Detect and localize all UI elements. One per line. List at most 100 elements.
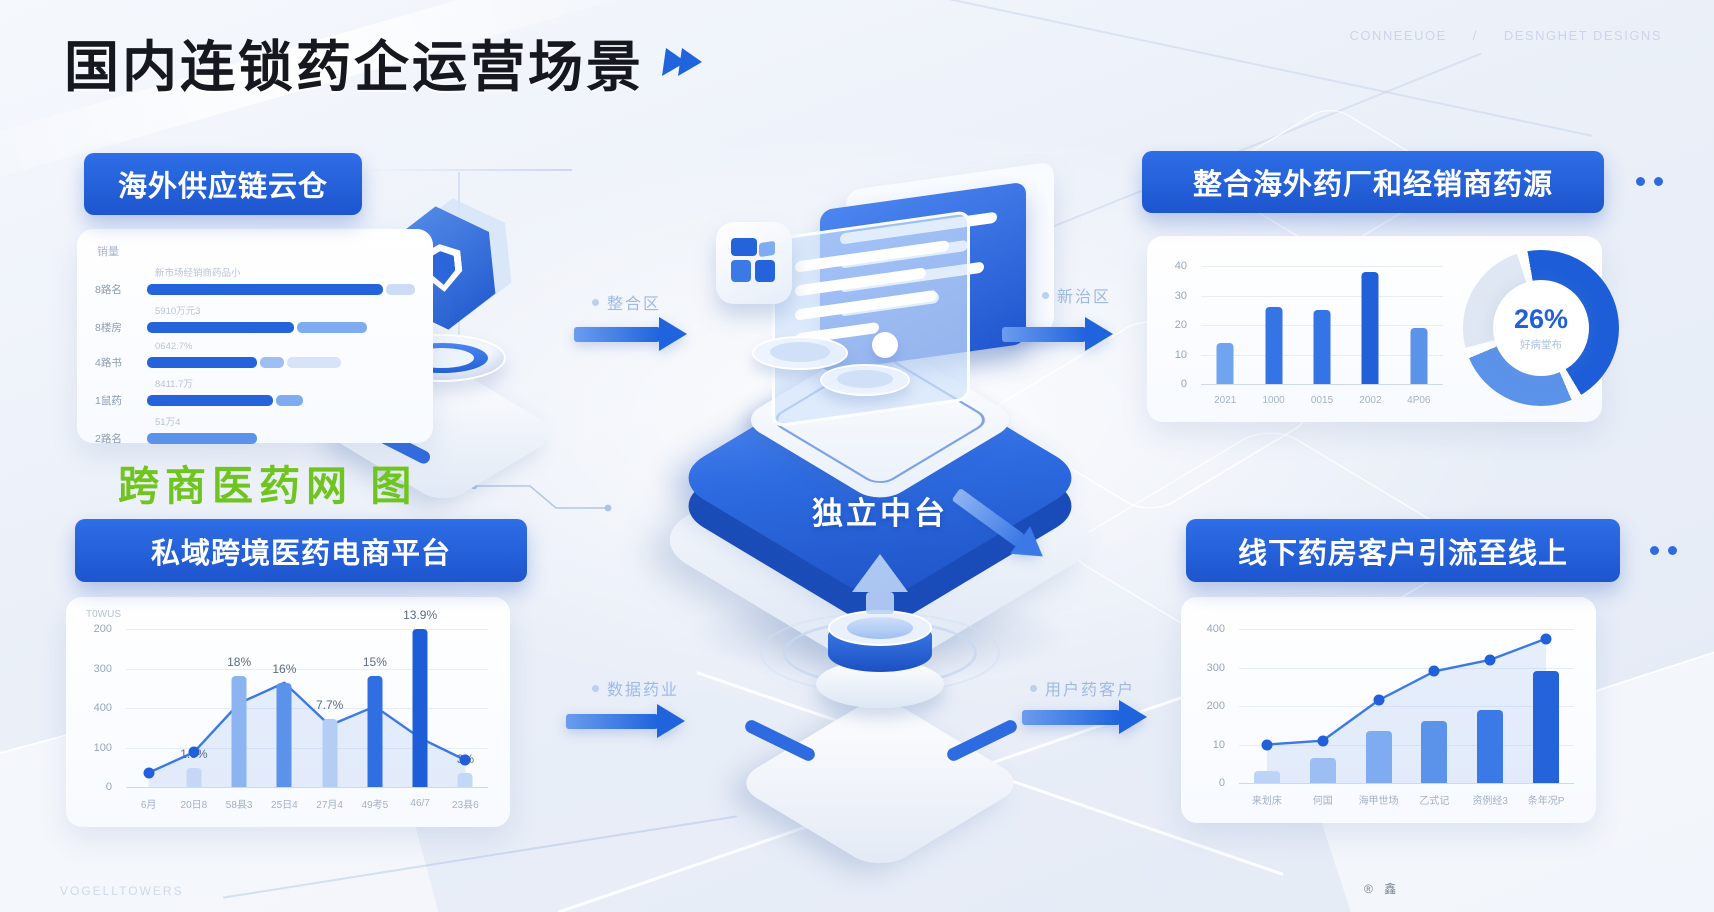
arrow-right-icon — [574, 317, 687, 351]
y-tick-label: 20 — [1174, 319, 1187, 331]
hbar-row: 0642.7%4路书 — [95, 341, 415, 370]
bar-segment — [385, 284, 415, 295]
arrow-right-icon — [1022, 700, 1147, 734]
glass-cylinder — [820, 364, 910, 396]
row-caption: 新市场经销商药品小 — [155, 268, 241, 279]
bar-track — [147, 395, 415, 406]
bar-segment — [147, 322, 295, 333]
row-caption: 51万4 — [155, 417, 181, 428]
line-point — [459, 754, 471, 766]
machine-base — [731, 693, 1029, 873]
y-tick-label: 0 — [1218, 777, 1225, 789]
corner-watermark-left: CONNEEUOE — [1349, 28, 1447, 43]
hbar-row: 51万4 2路名 — [95, 414, 415, 446]
badge-integrate-sources: 整合海外药厂和经销商药源 — [1142, 151, 1604, 213]
bar-track — [147, 357, 415, 368]
row-label: 8路名 — [95, 284, 122, 296]
bar-segment — [275, 395, 303, 406]
x-tick-label: 2021 — [1214, 394, 1237, 406]
bar — [186, 768, 202, 787]
plot-area — [1201, 266, 1443, 385]
x-tick-label: 1000 — [1262, 394, 1285, 406]
page-header: 国内连锁药企运营场景 — [64, 22, 704, 102]
bar — [1313, 310, 1331, 384]
arrow-right-icon — [1002, 317, 1113, 351]
row-label: 2路名 — [95, 433, 122, 445]
x-tick-label: 27月4 — [316, 799, 343, 811]
platform-label: 独立中台 — [812, 496, 948, 531]
gridline — [1201, 295, 1443, 297]
line-point — [143, 767, 155, 779]
arrow-label-text: 用户药客户 — [1045, 682, 1136, 699]
y-tick-label: 40 — [1174, 260, 1187, 272]
page-title: 国内连锁药企运营场景 — [64, 36, 645, 98]
x-tick-label: 何国 — [1312, 795, 1333, 807]
bar-segment — [259, 357, 284, 368]
corner-watermark-right: DESNGHET DESIGNS — [1503, 28, 1662, 43]
donut-sublabel: 好病堂布 — [1520, 339, 1562, 351]
bullet-dot-icon — [592, 298, 599, 306]
y-tick-label: 0 — [105, 781, 112, 793]
combo-chart: T0WUS20030040010001.8%18%16%7.7%15%13.9%… — [74, 607, 502, 817]
bar — [1253, 771, 1280, 783]
line-point — [1317, 735, 1329, 747]
bar — [1421, 721, 1448, 783]
y-tick-label: 0 — [1180, 378, 1187, 390]
bar-segment — [147, 357, 257, 368]
bar — [457, 772, 473, 787]
x-tick-label: 20日8 — [180, 799, 208, 811]
badge-dots — [1650, 546, 1677, 555]
arrow-label-text: 整合区 — [607, 296, 662, 313]
bar-value-label: 16% — [272, 661, 297, 676]
arrow-head — [657, 704, 685, 738]
bar — [1477, 709, 1504, 783]
arrow-head — [1085, 317, 1113, 351]
y-tick-label: 10 — [1174, 348, 1187, 361]
bar — [1216, 342, 1234, 384]
bar-value-label: 15% — [362, 655, 387, 670]
dot-icon — [1636, 177, 1645, 186]
bottom-left-watermark: VOGELLTOWERS — [60, 884, 184, 898]
badge-private-platform: 私域跨境医药电商平台 — [75, 519, 527, 582]
card-private-platform: T0WUS20030040010001.8%18%16%7.7%15%13.9%… — [66, 597, 510, 827]
dot-icon — [1654, 177, 1663, 186]
y-tick-label: 10 — [1212, 738, 1225, 751]
x-tick-label: 49考5 — [361, 799, 389, 811]
badge-overseas-supply: 海外供应链云仓 — [84, 153, 362, 215]
line-point — [1261, 739, 1273, 750]
machine-cylinder-inner — [847, 617, 913, 639]
y-tick-label: 100 — [93, 741, 112, 754]
arrow-body — [1022, 709, 1120, 725]
bullet-dot-icon — [1042, 291, 1049, 299]
arrow-label-data: 数据药业 — [592, 676, 679, 700]
x-tick-label: 来划床 — [1251, 795, 1282, 807]
bar — [322, 719, 338, 787]
line-point — [1484, 654, 1496, 666]
y-tick-label: 400 — [1206, 623, 1225, 635]
gridline — [126, 787, 488, 788]
y-tick-label: 200 — [1206, 700, 1225, 712]
connector-line — [362, 169, 572, 171]
row-label: 4路书 — [95, 357, 122, 369]
arrow-head — [1119, 700, 1147, 734]
x-tick-label: 4P06 — [1407, 394, 1431, 406]
bar-track — [147, 284, 415, 295]
green-watermark: 跨商医药网 图 — [118, 463, 418, 509]
bar-segment — [147, 395, 273, 406]
trend-line — [126, 629, 488, 787]
badge-dots — [1636, 177, 1663, 186]
line-point — [1373, 694, 1385, 706]
arrow-head — [659, 317, 687, 351]
y-tick-label: 300 — [93, 662, 112, 675]
text-line — [795, 289, 938, 321]
